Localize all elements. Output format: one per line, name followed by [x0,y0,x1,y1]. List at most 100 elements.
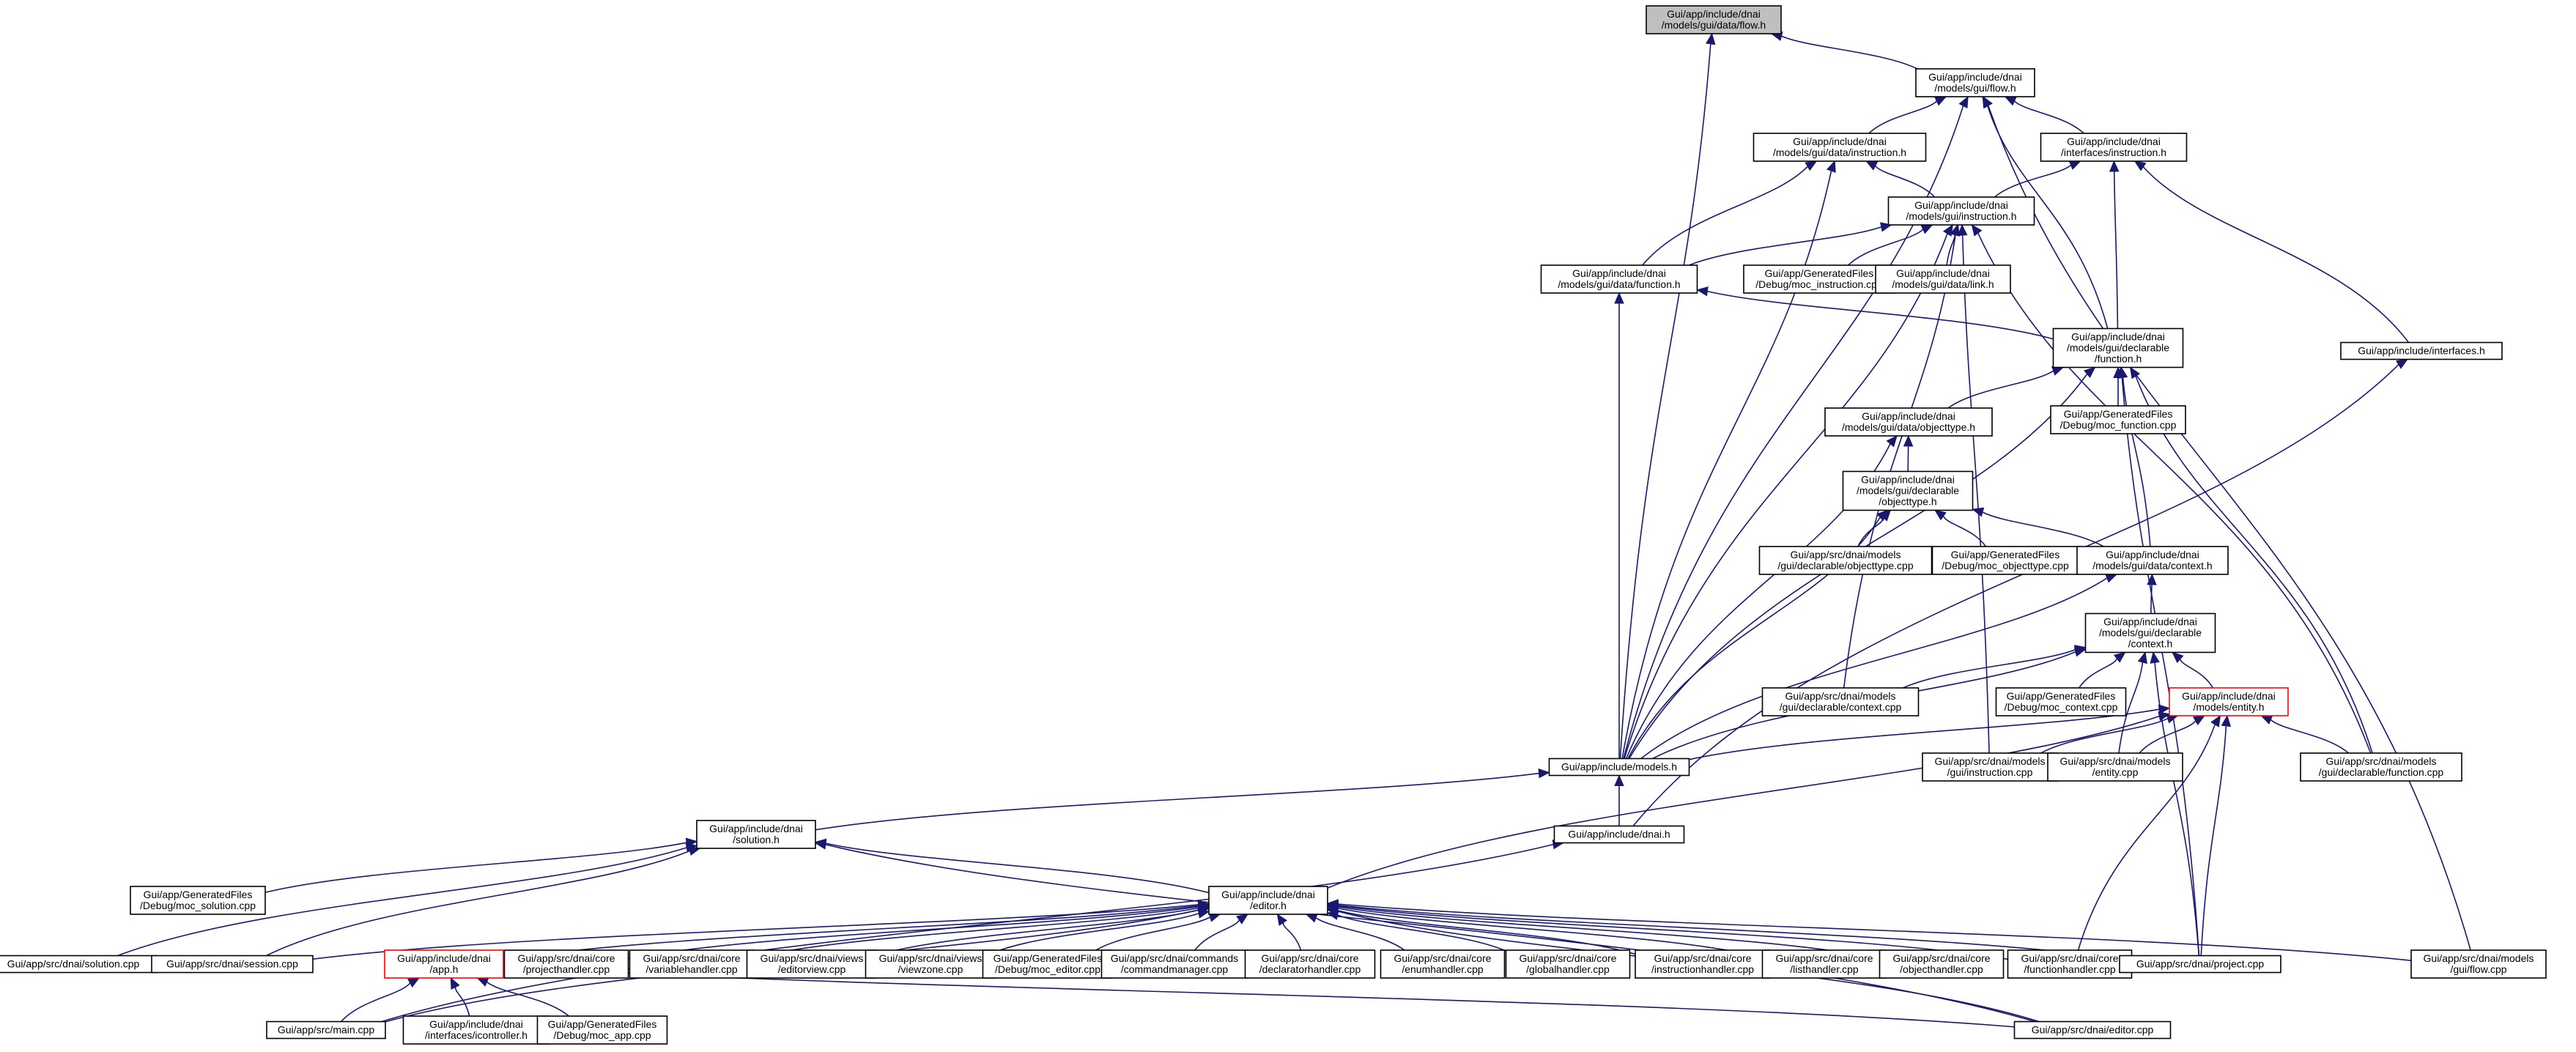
dependency-edge [1696,286,2054,340]
edge-line [753,907,1199,958]
file-node-declfunc[interactable]: Gui/app/include/dnai/models/gui/declarab… [2052,327,2184,368]
file-node-mainc[interactable]: Gui/app/src/main.cpp [266,1020,386,1040]
file-node-box [696,820,816,849]
file-node-label: Gui/app/include/dnai [2067,136,2161,147]
file-node-srcsol[interactable]: Gui/app/src/dnai/solution.cpp [0,955,158,974]
dependency-edge [1770,31,1918,70]
file-node-flow[interactable]: Gui/app/include/dnai/models/gui/flow.h [1915,68,2035,97]
edge-arrowhead [2117,366,2128,379]
file-node-mocapp[interactable]: Gui/app/GeneratedFiles/Debug/moc_app.cpp [536,1015,668,1045]
file-node-objh[interactable]: Gui/app/src/dnai/core/objecthandler.cpp [1879,949,2005,979]
dependency-edge [1903,645,2087,689]
file-node-guiinstr[interactable]: Gui/app/include/dnai/models/gui/instruct… [1887,196,2035,226]
file-node-declh[interactable]: Gui/app/src/dnai/core/declaratorhandler.… [1244,949,1376,979]
file-node-solution[interactable]: Gui/app/include/dnai/solution.h [696,820,816,849]
edge-arrowhead [1805,160,1818,171]
file-node-vzone[interactable]: Gui/app/src/dnai/views/viewzone.cpp [865,949,996,979]
file-node-label: Gui/app/GeneratedFiles [993,952,1103,964]
file-node-mocobj[interactable]: Gui/app/GeneratedFiles/Debug/moc_objectt… [1931,546,2079,575]
file-node-label: /variablehandler.cpp [645,963,738,975]
file-node-label: /editorview.cpp [778,963,846,975]
file-node-project[interactable]: Gui/app/src/dnai/project.cpp [2119,955,2281,974]
file-node-models[interactable]: Gui/app/include/models.h [1548,757,1690,777]
file-node-insth[interactable]: Gui/app/src/dnai/core/instructionhandler… [1635,949,1771,979]
file-node-label: Gui/app/include/dnai [709,823,803,834]
file-node-varh[interactable]: Gui/app/src/dnai/core/variablehandler.cp… [629,949,755,979]
file-node-label: Gui/app/GeneratedFiles [2007,690,2116,702]
edge-line [1947,370,2054,409]
file-node-cmdmgr[interactable]: Gui/app/src/dnai/commands/commandmanager… [1100,949,1248,979]
file-node-globh[interactable]: Gui/app/src/dnai/core/globalhandler.cpp [1505,949,1631,979]
dependency-edge [2172,651,2214,689]
file-node-label: /gui/declarable/context.cpp [1780,701,1902,713]
edge-arrowhead [1920,224,1933,234]
file-node-mocinstr[interactable]: Gui/app/GeneratedFiles/Debug/moc_instruc… [1743,264,1895,294]
edge-line [1337,905,2008,960]
file-node-mocsol[interactable]: Gui/app/GeneratedFiles/Debug/moc_solutio… [130,886,266,915]
file-node-datactx[interactable]: Gui/app/include/dnai/models/gui/data/con… [2076,546,2229,575]
file-node-label: /models/gui/data/link.h [1892,278,1994,290]
file-node-box [2040,133,2188,162]
edge-arrowhead [1538,768,1550,779]
dependency-edge [814,840,2035,1023]
file-node-enumh[interactable]: Gui/app/src/dnai/core/enumhandler.cpp [1380,949,1506,979]
file-node-box [1915,68,2035,97]
file-node-ifinstr[interactable]: Gui/app/include/dnai/interfaces/instruct… [2040,133,2188,162]
file-node-label: /models/gui/instruction.h [1906,210,2017,222]
dependency-edge [264,837,698,893]
edge-arrowhead [2150,651,2160,664]
file-node-srcctx[interactable]: Gui/app/src/dnai/models/gui/declarable/c… [1761,687,1920,716]
file-node-declobj[interactable]: Gui/app/include/dnai/models/gui/declarab… [1842,470,1974,511]
file-node-srcobj[interactable]: Gui/app/src/dnai/models/gui/declarable/o… [1758,546,1933,575]
edge-line [1624,233,1948,759]
file-node-label: Gui/app/include/dnai [1914,199,2008,211]
file-node-mocedit[interactable]: Gui/app/GeneratedFiles/Debug/moc_editor.… [982,949,1114,979]
edge-arrowhead [2210,714,2221,727]
file-node-declctx[interactable]: Gui/app/include/dnai/models/gui/declarab… [2084,612,2216,653]
file-node-label: Gui/app/src/dnai/views [879,952,982,964]
file-node-label: Gui/app/src/dnai/models [2424,952,2534,964]
file-node-label: Gui/app/src/dnai/models [2326,755,2437,767]
file-node-datainstr[interactable]: Gui/app/include/dnai/models/gui/data/ins… [1753,133,1927,162]
edge-arrowhead [1614,292,1624,304]
file-node-label: Gui/app/include/dnai [429,1018,523,1030]
file-node-datalink[interactable]: Gui/app/include/dnai/models/gui/data/lin… [1875,264,2011,294]
dependency-edge [2077,714,2221,951]
file-node-mocfunc[interactable]: Gui/app/GeneratedFiles/Debug/moc_functio… [2050,405,2186,434]
file-node-icontr[interactable]: Gui/app/include/dnai/interfaces/icontrol… [402,1015,550,1045]
file-node-projh[interactable]: Gui/app/src/dnai/core/projecthandler.cpp [503,949,629,979]
file-node-edview[interactable]: Gui/app/src/dnai/views/editorview.cpp [746,949,878,979]
file-node-srcentity[interactable]: Gui/app/src/dnai/models/entity.cpp [2047,752,2183,782]
file-node-listh[interactable]: Gui/app/src/dnai/core/listhandler.cpp [1761,949,1887,979]
file-node-mocctx[interactable]: Gui/app/GeneratedFiles/Debug/moc_context… [1995,687,2127,716]
edge-line [1961,234,1990,754]
file-node-label: /gui/flow.cpp [2450,963,2506,975]
file-node-srcflow[interactable]: Gui/app/src/dnai/models/gui/flow.cpp [2410,949,2547,979]
file-node-box [2084,612,2216,653]
file-node-entity[interactable]: Gui/app/include/dnai/models/entity.h [2169,687,2289,716]
edge-arrowhead [2004,96,2017,106]
edge-line [1282,922,1302,951]
edge-line [1689,226,1882,266]
file-node-label: /models/gui/data/flow.h [1662,19,1766,31]
edge-line [825,842,1210,894]
file-node-root[interactable]: Gui/app/include/dnai/models/gui/data/flo… [1646,5,1782,34]
edge-arrowhead [1971,223,1983,237]
file-node-dnaih[interactable]: Gui/app/include/dnai.h [1553,825,1685,844]
file-node-srcinstr[interactable]: Gui/app/src/dnai/models/gui/instruction.… [1922,752,2058,782]
file-node-srcfunc[interactable]: Gui/app/src/dnai/models/gui/declarable/f… [2300,752,2462,782]
edge-arrowhead [1696,286,1709,297]
file-node-label: /gui/declarable/function.cpp [2319,766,2444,778]
edge-line [340,982,411,1023]
file-node-apph[interactable]: Gui/app/include/dnai/app.h [384,949,504,979]
dependency-edge [1326,899,2412,961]
file-node-datafunc[interactable]: Gui/app/include/dnai/models/gui/data/fun… [1540,264,1698,294]
edge-arrowhead [1826,160,1836,173]
file-node-interfaces[interactable]: Gui/app/include/interfaces.h [2340,341,2503,360]
file-node-dataobj[interactable]: Gui/app/include/dnai/models/gui/data/obj… [1824,407,1993,437]
file-node-srcsess[interactable]: Gui/app/src/dnai/session.cpp [151,955,314,974]
dependency-edge [1624,223,1953,759]
file-node-editorcpp[interactable]: Gui/app/src/dnai/editor.cpp [2013,1020,2172,1040]
file-node-editor[interactable]: Gui/app/include/dnai/editor.h [1208,886,1328,915]
file-node-funch[interactable]: Gui/app/src/dnai/core/functionhandler.cp… [2007,949,2133,979]
